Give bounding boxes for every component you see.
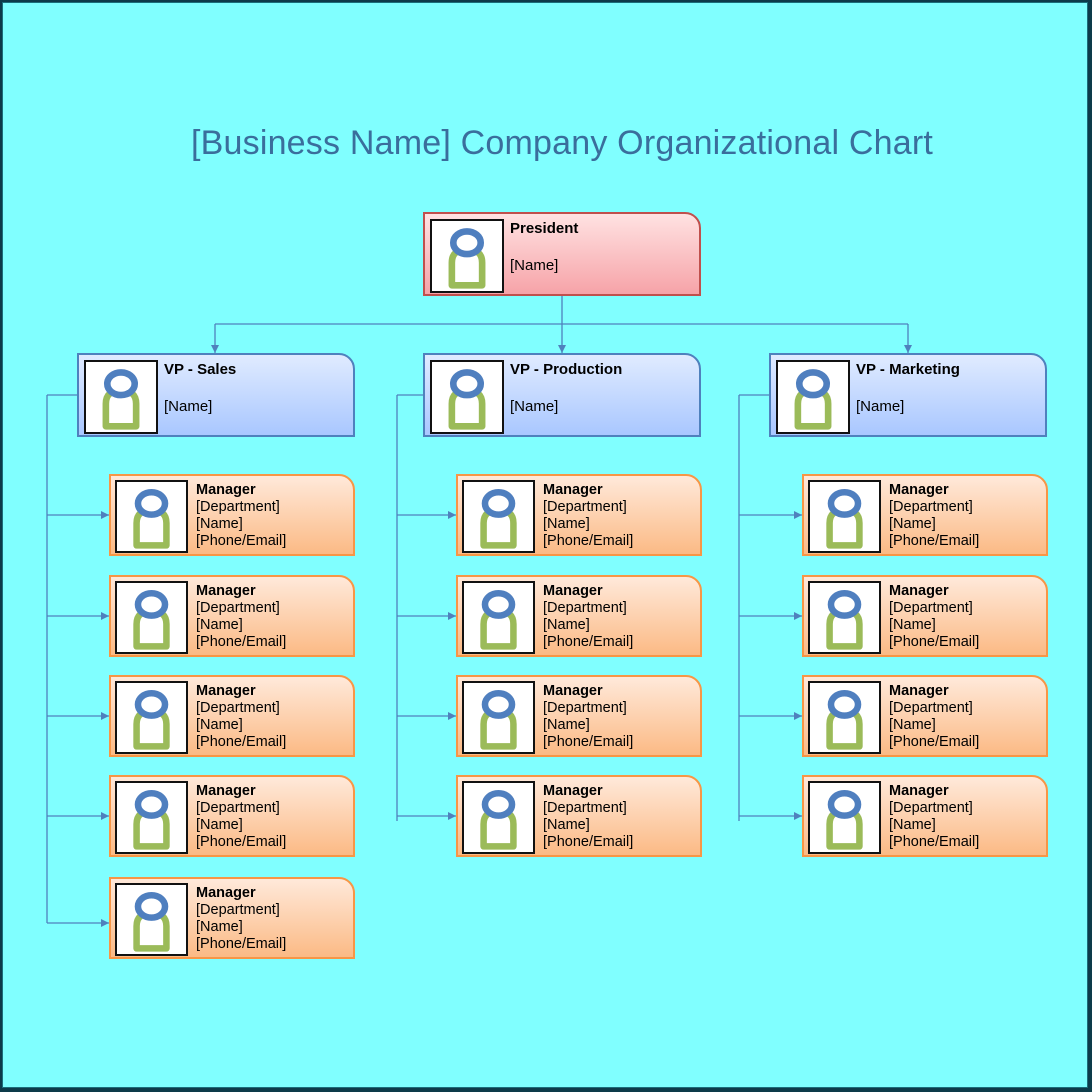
manager-role: Manager [543,583,603,599]
manager-contact: [Phone/Email] [543,634,634,650]
manager-box[interactable]: Manager[Department][Name][Phone/Email] [456,575,702,657]
manager-department: [Department] [889,600,973,616]
manager-role: Manager [196,683,256,699]
manager-name: [Name] [889,817,936,833]
manager-contact: [Phone/Email] [889,533,980,549]
manager-role: Manager [196,783,256,799]
manager-contact: [Phone/Email] [196,533,287,549]
manager-department: [Department] [196,902,280,918]
person-placeholder-icon [776,360,850,434]
manager-role: Manager [196,885,256,901]
manager-name: [Name] [889,717,936,733]
person-placeholder-icon [84,360,158,434]
vp-box-1[interactable]: VP - Sales [Name] [77,353,355,437]
manager-name: [Name] [196,516,243,532]
manager-department: [Department] [196,700,280,716]
manager-department: [Department] [196,499,280,515]
person-placeholder-icon [115,781,188,854]
manager-department: [Department] [543,800,627,816]
person-placeholder-icon [430,219,504,293]
president-name: [Name] [510,257,559,274]
manager-name: [Name] [196,817,243,833]
manager-name: [Name] [543,717,590,733]
vp-name: [Name] [510,398,559,415]
manager-contact: [Phone/Email] [196,834,287,850]
manager-name: [Name] [889,617,936,633]
vp-box-2[interactable]: VP - Production [Name] [423,353,701,437]
manager-box[interactable]: Manager[Department][Name][Phone/Email] [802,675,1048,757]
manager-box[interactable]: Manager[Department][Name][Phone/Email] [456,474,702,556]
manager-box[interactable]: Manager[Department][Name][Phone/Email] [109,877,355,959]
manager-contact: [Phone/Email] [543,834,634,850]
person-placeholder-icon [808,781,881,854]
person-placeholder-icon [115,480,188,553]
manager-box[interactable]: Manager[Department][Name][Phone/Email] [802,575,1048,657]
manager-contact: [Phone/Email] [889,834,980,850]
person-placeholder-icon [462,781,535,854]
person-placeholder-icon [462,480,535,553]
manager-name: [Name] [889,516,936,532]
manager-department: [Department] [889,800,973,816]
manager-box[interactable]: Manager[Department][Name][Phone/Email] [802,775,1048,857]
manager-role: Manager [889,482,949,498]
manager-role: Manager [543,683,603,699]
manager-role: Manager [889,583,949,599]
manager-box[interactable]: Manager[Department][Name][Phone/Email] [456,775,702,857]
vp-role: VP - Production [510,361,623,378]
manager-department: [Department] [889,499,973,515]
person-placeholder-icon [462,681,535,754]
manager-contact: [Phone/Email] [889,634,980,650]
manager-role: Manager [196,482,256,498]
manager-box[interactable]: Manager[Department][Name][Phone/Email] [109,575,355,657]
manager-name: [Name] [543,516,590,532]
chart-title: [Business Name] Company Organizational C… [190,124,934,162]
manager-box[interactable]: Manager[Department][Name][Phone/Email] [802,474,1048,556]
president-role: President [510,220,579,237]
manager-name: [Name] [543,617,590,633]
person-placeholder-icon [115,581,188,654]
manager-contact: [Phone/Email] [196,734,287,750]
manager-name: [Name] [196,717,243,733]
vp-role: VP - Sales [164,361,237,378]
manager-contact: [Phone/Email] [543,533,634,549]
manager-box[interactable]: Manager[Department][Name][Phone/Email] [109,474,355,556]
manager-department: [Department] [543,700,627,716]
vp-name: [Name] [856,398,905,415]
manager-role: Manager [196,583,256,599]
manager-department: [Department] [196,600,280,616]
manager-name: [Name] [196,617,243,633]
vp-name: [Name] [164,398,213,415]
manager-box[interactable]: Manager[Department][Name][Phone/Email] [456,675,702,757]
manager-contact: [Phone/Email] [196,936,287,952]
person-placeholder-icon [462,581,535,654]
manager-box[interactable]: Manager[Department][Name][Phone/Email] [109,675,355,757]
person-placeholder-icon [808,581,881,654]
vp-box-3[interactable]: VP - Marketing [Name] [769,353,1047,437]
person-placeholder-icon [115,681,188,754]
manager-department: [Department] [543,600,627,616]
person-placeholder-icon [808,480,881,553]
president-box[interactable]: President [Name] [423,212,701,296]
person-placeholder-icon [808,681,881,754]
manager-department: [Department] [543,499,627,515]
manager-box[interactable]: Manager[Department][Name][Phone/Email] [109,775,355,857]
manager-role: Manager [889,683,949,699]
manager-role: Manager [543,482,603,498]
vp-role: VP - Marketing [856,361,960,378]
manager-contact: [Phone/Email] [889,734,980,750]
manager-contact: [Phone/Email] [196,634,287,650]
manager-role: Manager [889,783,949,799]
manager-name: [Name] [196,919,243,935]
person-placeholder-icon [430,360,504,434]
person-placeholder-icon [115,883,188,956]
manager-role: Manager [543,783,603,799]
manager-contact: [Phone/Email] [543,734,634,750]
manager-name: [Name] [543,817,590,833]
manager-department: [Department] [889,700,973,716]
manager-department: [Department] [196,800,280,816]
